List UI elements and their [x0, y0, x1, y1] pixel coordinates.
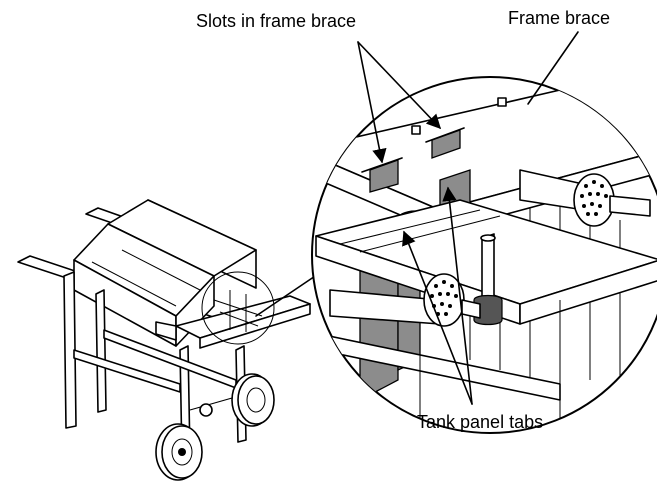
- cart-overview: [17, 199, 332, 481]
- label-frame-brace: Frame brace: [508, 8, 611, 28]
- label-tank-panel-tabs: Tank panel tabs: [417, 412, 544, 432]
- detail-magnified-view: [311, 76, 657, 434]
- callout-arrows: [357, 31, 579, 405]
- label-slots-in-frame-brace: Slots in frame brace: [196, 11, 357, 31]
